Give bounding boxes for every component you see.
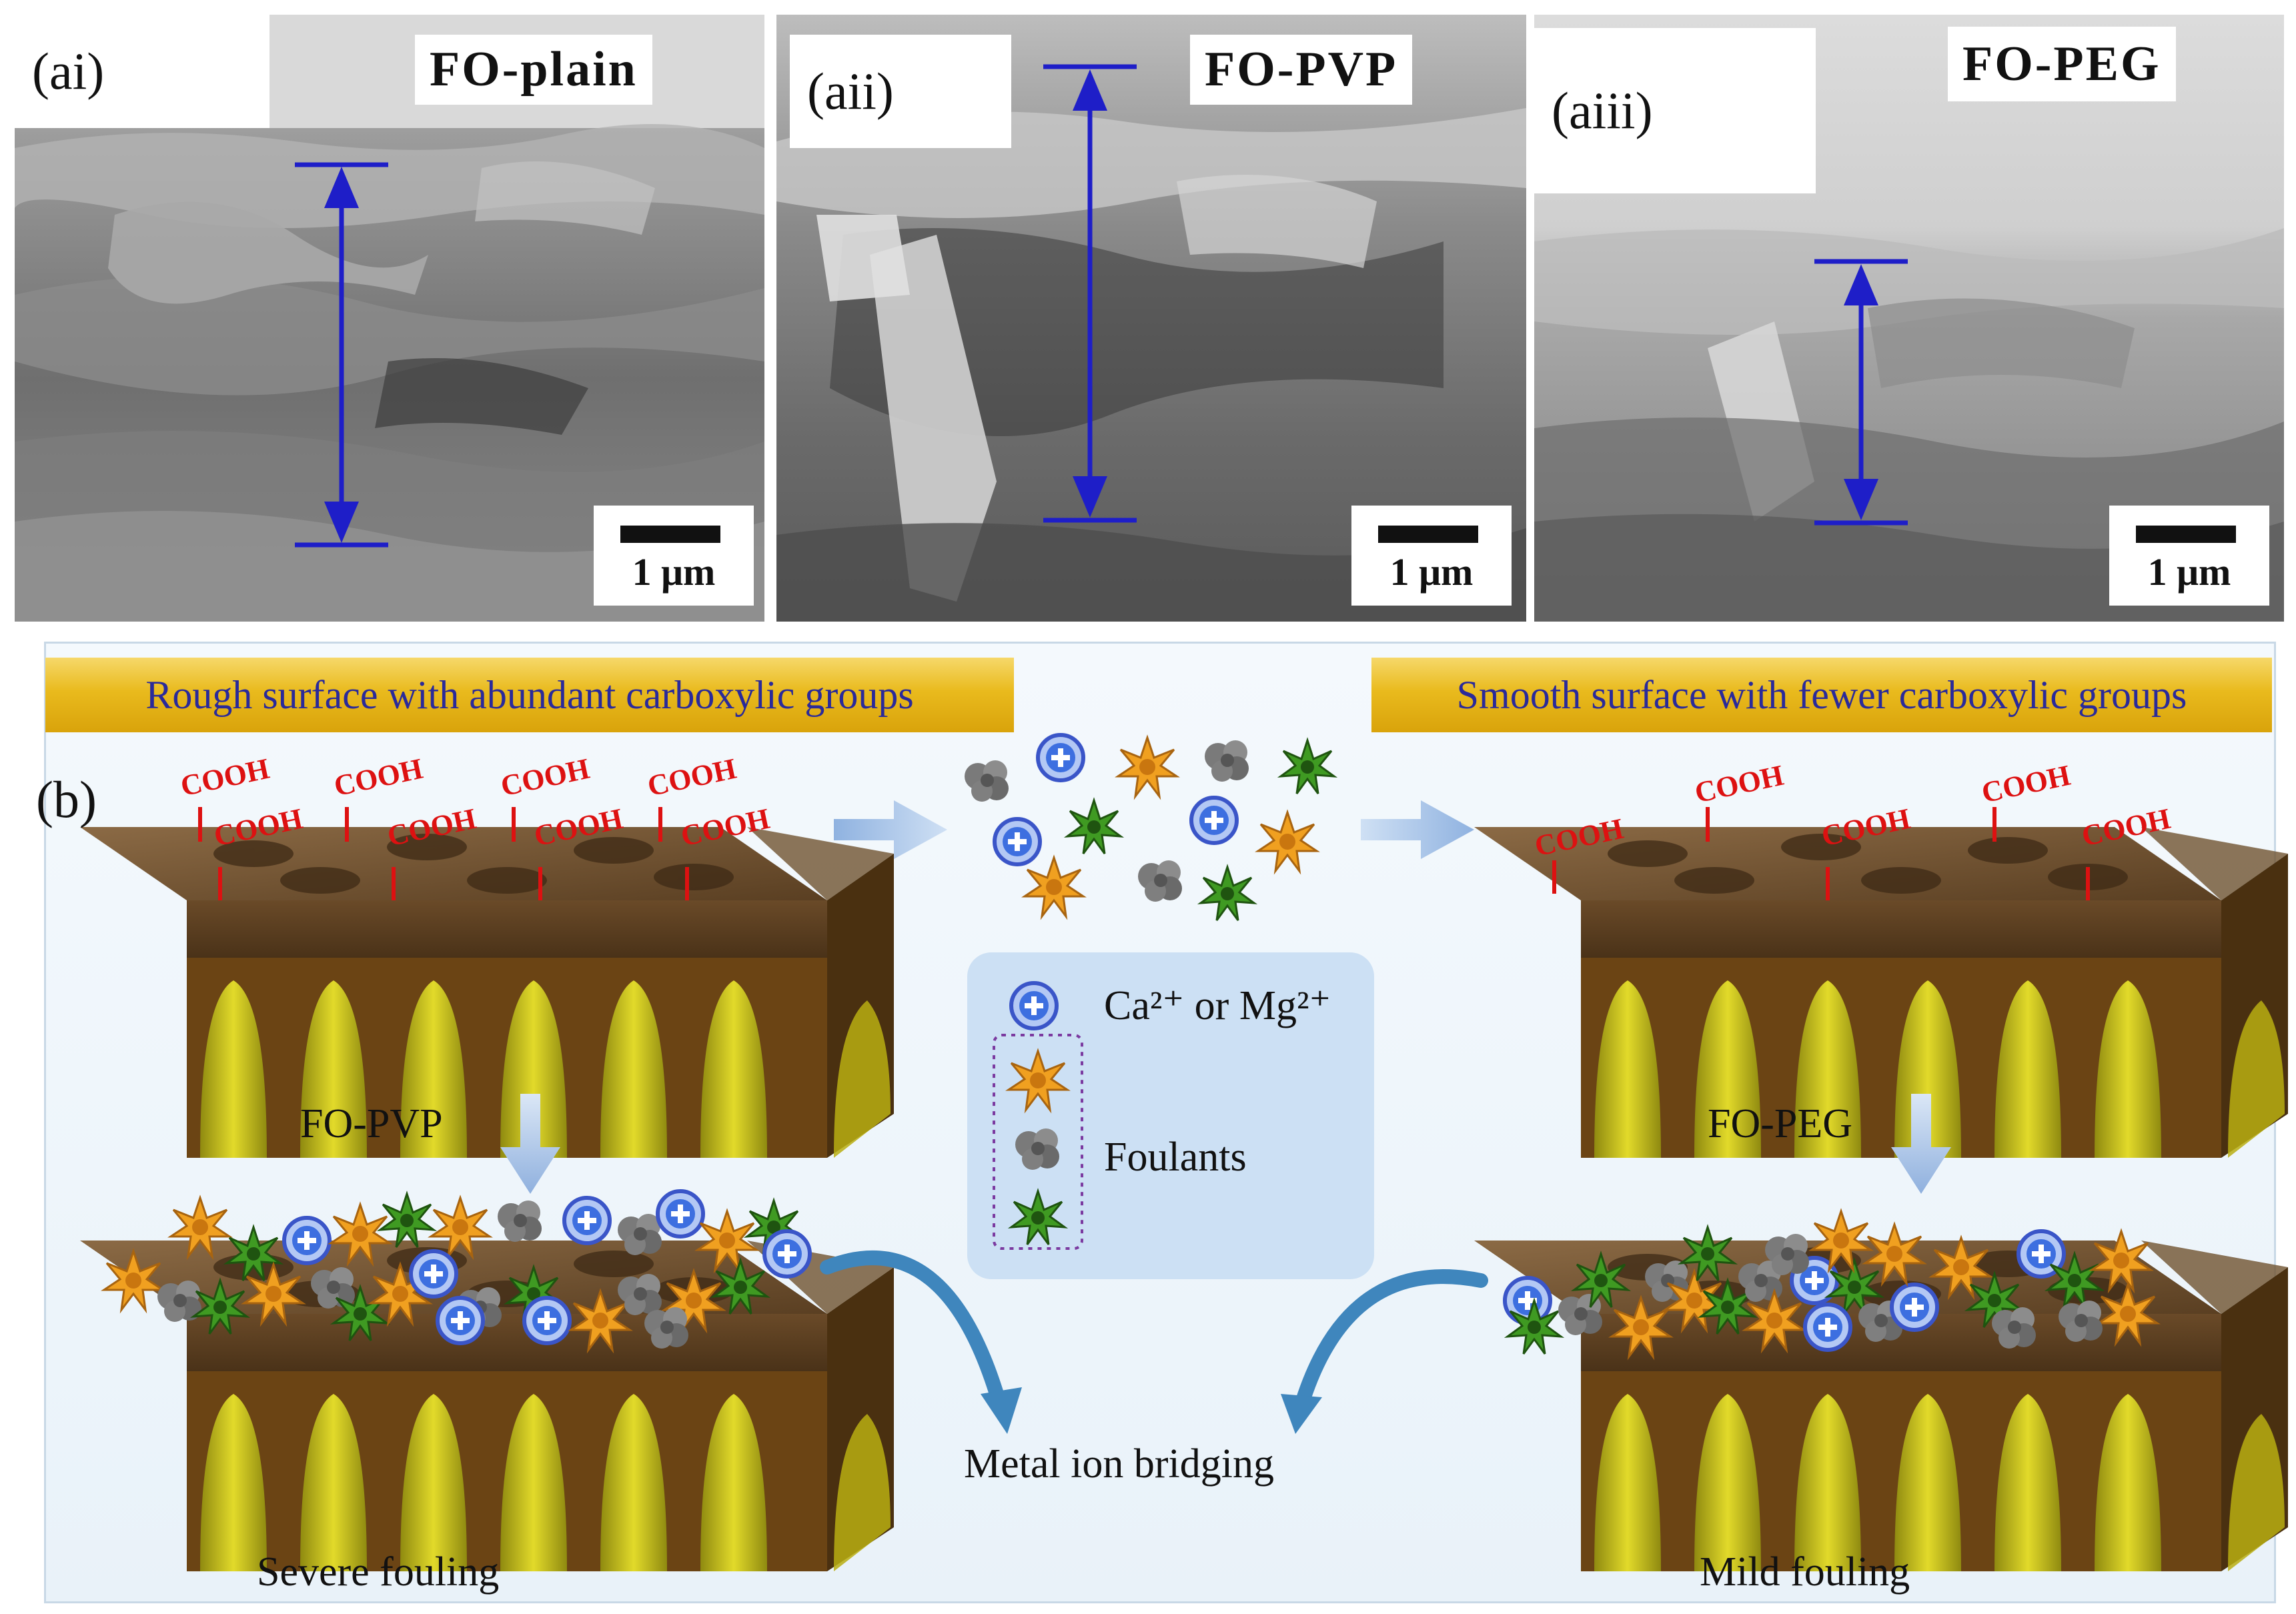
panel-title: FO-PEG	[1948, 27, 2176, 101]
step-label-right: FO-PEG	[1708, 1101, 1853, 1146]
carboxyl-sticks-right	[1552, 807, 2090, 900]
arrow-down-left	[500, 1094, 560, 1194]
mild-fouling-label: Mild fouling	[1700, 1549, 1910, 1595]
sem-panel-fo-plain: (ai) FO-plain 1 μm	[15, 15, 764, 622]
scale-bar: 1 μm	[2109, 506, 2269, 606]
arrow-left	[834, 800, 947, 859]
bridging-label: Metal ion bridging	[964, 1441, 1274, 1487]
banner-rough-surface: Rough surface with abundant carboxylic g…	[45, 658, 1014, 732]
foulant-cluster	[965, 735, 1335, 922]
step-label-left: FO-PVP	[300, 1101, 443, 1146]
scale-label: 1 μm	[632, 550, 716, 594]
scale-bar: 1 μm	[1351, 506, 1512, 606]
legend-foulants-label: Foulants	[1104, 1134, 1247, 1180]
sem-panel-fo-peg: (aiii) FO-PEG 1 μm	[1534, 15, 2284, 622]
panel-label-b: (b)	[36, 770, 97, 828]
arrow-down-right	[1891, 1094, 1951, 1194]
panel-label: (aii)	[790, 35, 1011, 148]
panel-label: (ai)	[15, 15, 269, 128]
sem-panel-fo-pvp: (aii) FO-PVP 1 μm	[776, 15, 1526, 622]
panel-title: FO-plain	[415, 35, 652, 105]
severe-fouling-label: Severe fouling	[257, 1549, 500, 1595]
membrane-rough-top	[80, 827, 894, 1158]
scale-label: 1 μm	[2147, 550, 2231, 594]
banner-smooth-surface: Smooth surface with fewer carboxylic gro…	[1371, 658, 2272, 732]
panel-title: FO-PVP	[1190, 35, 1413, 105]
thickness-arrow	[295, 162, 388, 548]
sem-image-fo-plain	[15, 15, 764, 622]
thickness-arrow	[1043, 64, 1137, 523]
arrow-right	[1361, 800, 1474, 859]
scale-label: 1 μm	[1389, 550, 1474, 594]
scale-bar: 1 μm	[594, 506, 754, 606]
foulant-group-box	[993, 1034, 1083, 1250]
membrane-smooth-top	[1474, 827, 2288, 1158]
carboxyl-sticks-left	[198, 807, 689, 900]
thickness-arrow	[1814, 259, 1908, 526]
curve-arrow-left	[820, 1251, 1008, 1415]
panel-label: (aiii)	[1534, 28, 1816, 193]
curve-arrow-right	[1293, 1269, 1488, 1415]
legend-ion-label: Ca²⁺ or Mg²⁺	[1104, 983, 1331, 1028]
